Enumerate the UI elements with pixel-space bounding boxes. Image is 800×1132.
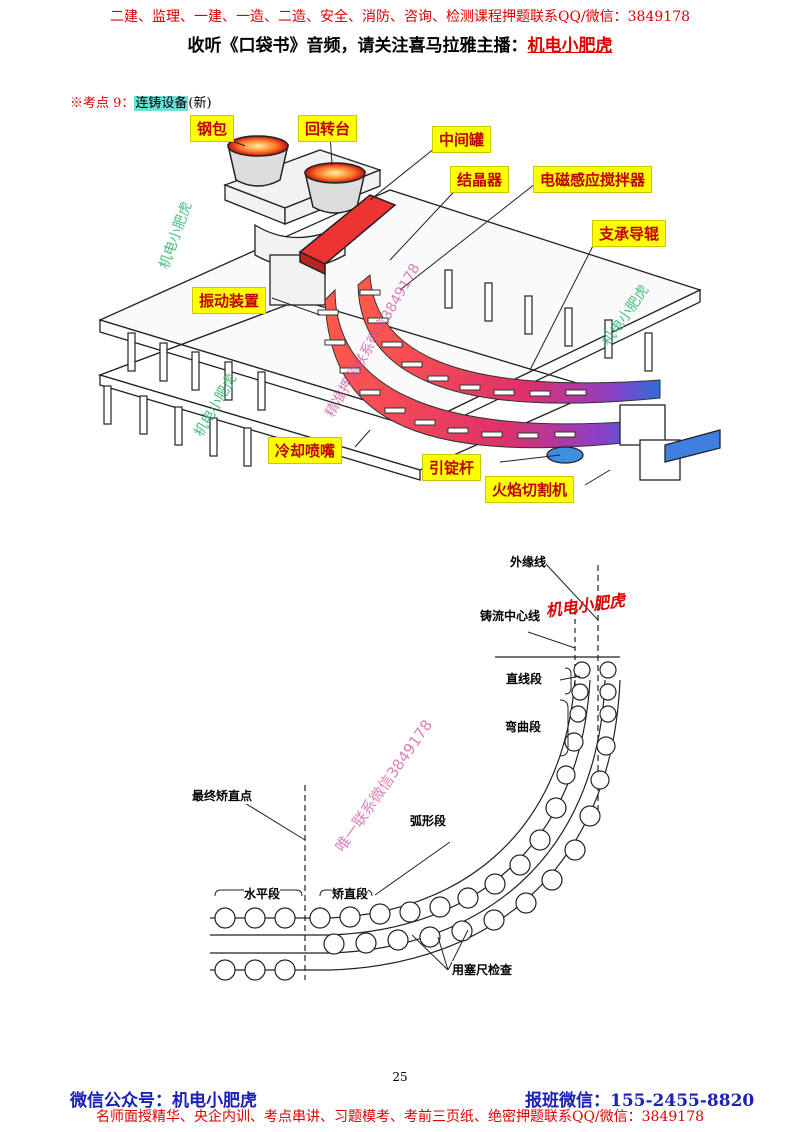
continuous-caster-illustration [97,133,721,486]
label-center-line: 铸流中心线 [480,607,541,624]
label-dummy-bar: 引锭杆 [422,454,482,481]
label-arc-section: 弧形段 [410,812,447,829]
host-name: 机电小肥虎 [527,36,613,56]
label-turret: 回转台 [298,115,358,142]
listen-line: 收听《口袋书》音频，请关注喜马拉雅主播：机电小肥虎 [0,31,800,56]
key-point-suffix: (新) [188,96,212,111]
label-tundish: 中间罐 [432,126,492,153]
label-horizontal-section: 水平段 [244,885,281,902]
label-final-straighten-point: 最终矫直点 [192,787,253,804]
label-oscillator: 振动装置 [192,287,267,314]
key-point-prefix: ※考点 9： [70,96,135,111]
caster-profile-diagram [210,562,621,981]
label-bending-section: 弯曲段 [505,718,542,735]
label-spray-nozzle: 冷却喷嘴 [268,437,343,464]
footer-wechat-public: 微信公众号：机电小肥虎 [70,1091,257,1111]
footer-class-wechat: 报班微信：155-2455-8820 [525,1091,755,1111]
label-stirrer: 电磁感应搅拌器 [533,166,653,193]
key-point-heading: ※考点 9：连铸设备(新) [70,92,212,111]
footer-slogan: 名师面授精华、央企内训、考点串讲、习题模考、考前三页纸、绝密押题联系QQ/微信：… [95,1109,705,1125]
label-mold: 结晶器 [450,166,510,193]
label-outer-line: 外缘线 [510,553,547,570]
label-ladle: 钢包 [190,115,235,142]
label-torch-cutter: 火焰切割机 [485,476,575,503]
listen-prefix: 收听《口袋书》音频，请关注喜马拉雅主播： [187,36,528,56]
label-support-roll: 支承导辊 [592,220,667,247]
page-number: 25 [392,1070,408,1084]
key-point-topic: 连铸设备 [134,96,189,111]
label-straight-section: 直线段 [506,670,543,687]
promo-header: 二建、监理、一建、一造、二造、安全、消防、咨询、检测课程押题联系QQ/微信：38… [109,9,691,25]
label-straightening-section: 矫直段 [332,885,369,902]
label-feeler-gauge-check: 用塞尺检查 [452,961,513,978]
